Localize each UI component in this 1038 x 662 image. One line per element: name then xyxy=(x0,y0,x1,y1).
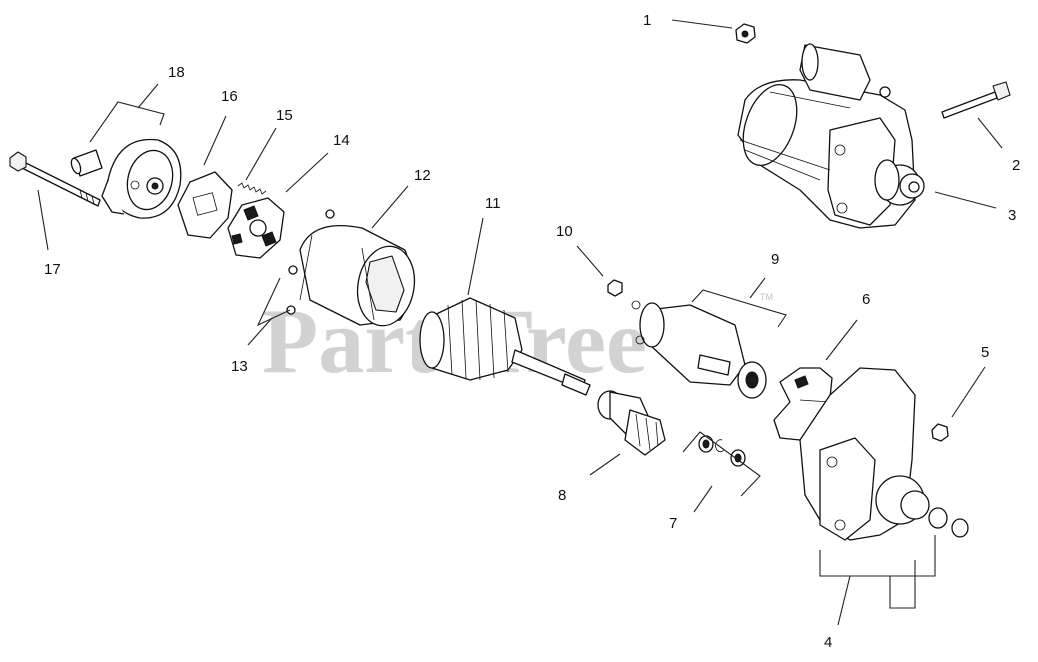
brush-holder-part[interactable] xyxy=(227,197,285,259)
nut-part[interactable] xyxy=(735,23,756,44)
field-frame-part[interactable] xyxy=(286,209,421,330)
callout-6: 6 xyxy=(862,291,870,308)
callout-17: 17 xyxy=(44,261,61,278)
callout-12: 12 xyxy=(414,167,431,184)
callout-13: 13 xyxy=(231,358,248,375)
long-bolt-part[interactable] xyxy=(9,151,101,207)
bolt-part[interactable] xyxy=(941,81,1011,119)
brush-plate-part[interactable] xyxy=(177,171,233,239)
washer-set-part[interactable] xyxy=(698,435,746,467)
assembled-starter-part[interactable] xyxy=(733,43,925,229)
callout-11: 11 xyxy=(485,195,501,212)
callout-8: 8 xyxy=(558,487,566,504)
watermark-trademark: TM xyxy=(760,292,773,302)
spring-part[interactable] xyxy=(237,182,267,195)
callout-2: 2 xyxy=(1012,157,1020,174)
end-cover-part[interactable] xyxy=(70,138,182,219)
callout-17-header: 18 xyxy=(168,64,185,81)
leader-lines xyxy=(37,19,1003,626)
callout-4: 4 xyxy=(824,634,832,651)
callout-5: 5 xyxy=(981,344,989,361)
callout-3: 3 xyxy=(1008,207,1016,224)
drive-housing-part[interactable] xyxy=(799,367,969,541)
callout-1: 1 xyxy=(643,12,651,29)
callout-7: 7 xyxy=(669,515,677,532)
solenoid-part[interactable] xyxy=(631,300,767,399)
callout-15: 15 xyxy=(276,107,293,124)
armature-part[interactable] xyxy=(419,297,591,396)
housing-nut-part[interactable] xyxy=(931,423,949,442)
small-nut-part[interactable] xyxy=(607,279,623,297)
pinion-gear-part[interactable] xyxy=(597,390,666,456)
callout-9: 9 xyxy=(771,251,779,268)
callout-10: 10 xyxy=(556,223,573,240)
callout-16: 16 xyxy=(221,88,238,105)
callout-labels: 1 2 3 4 5 6 7 8 9 10 11 12 13 14 15 16 1… xyxy=(44,12,1020,651)
callout-14: 14 xyxy=(333,132,350,149)
